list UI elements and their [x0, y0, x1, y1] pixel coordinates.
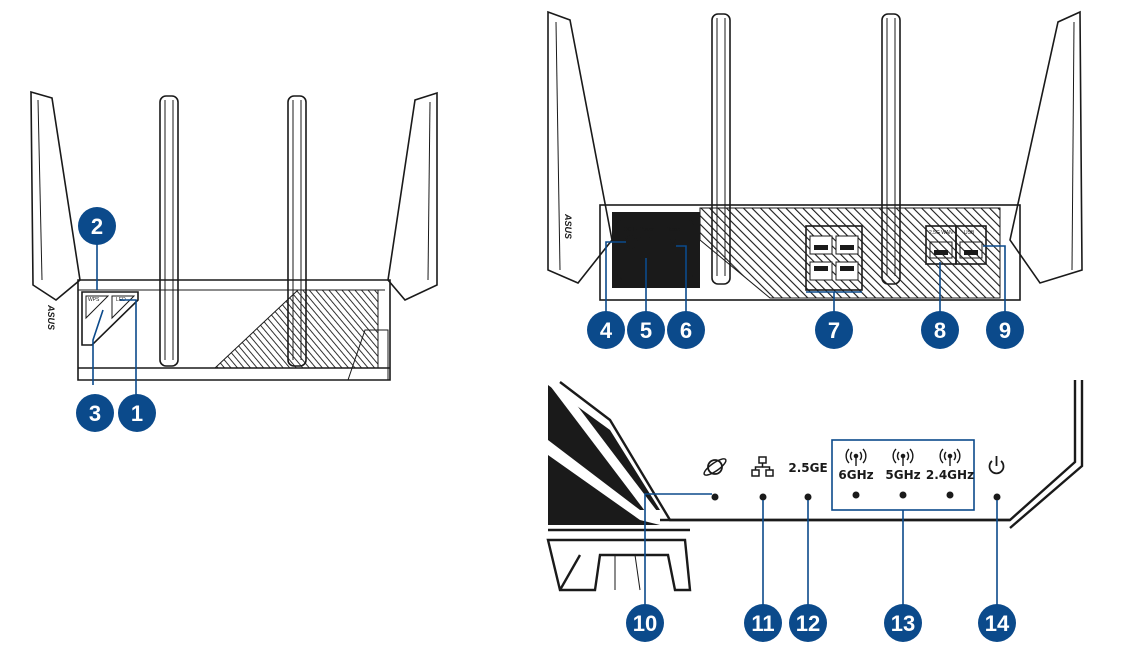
svg-text:2: 2: [91, 214, 103, 239]
led-dots: [711, 491, 1001, 501]
usb-port-label: USB: [964, 230, 975, 236]
callout-badge-14: 14: [978, 604, 1016, 642]
asus-logo-front: ASUS: [46, 304, 56, 330]
callout-badge-7: 7: [815, 311, 853, 349]
svg-text:11: 11: [751, 611, 774, 636]
front-router: WPS LED ASUS: [30, 90, 438, 395]
callout-badge-3: 3: [76, 394, 114, 432]
globe-icon: [703, 458, 727, 476]
led-label-6ghz: 6GHz: [838, 468, 873, 482]
callout-badge-12: 12: [789, 604, 827, 642]
callout-badge-11: 11: [744, 604, 782, 642]
led-panel-closeup: 2.5GE 6GHz 5GHz 2.4GHz: [546, 380, 1084, 605]
svg-text:12: 12: [796, 611, 820, 636]
svg-text:8: 8: [934, 318, 946, 343]
svg-text:7: 7: [828, 318, 840, 343]
led-label-2-4ghz: 2.4GHz: [926, 468, 974, 482]
callout-badge-9: 9: [986, 311, 1024, 349]
reset-label: Reset: [667, 227, 681, 233]
power-icon: [988, 456, 1005, 475]
svg-text:9: 9: [999, 318, 1011, 343]
led-label-5ghz: 5GHz: [885, 468, 920, 482]
wan-port-label: 2.5G WAN: [929, 230, 953, 236]
wireless-icon: [892, 448, 914, 466]
rear-router: DC-IN Power Reset 2.5G WAN USB: [547, 10, 1083, 312]
callout-badge-6: 6: [667, 311, 705, 349]
led-label-2-5ge: 2.5GE: [788, 461, 827, 475]
wireless-icon: [845, 448, 867, 466]
svg-text:1: 1: [131, 401, 143, 426]
svg-text:6: 6: [680, 318, 692, 343]
power-switch-label: Power: [640, 227, 655, 233]
wireless-icon: [939, 448, 961, 466]
callout-badge-1: 1: [118, 394, 156, 432]
svg-text:4: 4: [600, 318, 613, 343]
svg-text:13: 13: [891, 611, 915, 636]
callout-badge-8: 8: [921, 311, 959, 349]
callout-badge-2: 2: [78, 207, 116, 245]
callout-badge-10: 10: [626, 604, 664, 642]
dc-in-label: DC-IN: [624, 227, 638, 233]
callout-badge-5: 5: [627, 311, 665, 349]
callout-badge-13: 13: [884, 604, 922, 642]
svg-text:3: 3: [89, 401, 101, 426]
network-icon: [751, 456, 774, 477]
svg-text:5: 5: [640, 318, 652, 343]
wps-button-label: WPS: [88, 297, 100, 303]
svg-text:14: 14: [985, 611, 1010, 636]
svg-text:10: 10: [633, 611, 657, 636]
callout-badge-4: 4: [587, 311, 625, 349]
asus-logo-rear: ASUS: [563, 213, 573, 239]
